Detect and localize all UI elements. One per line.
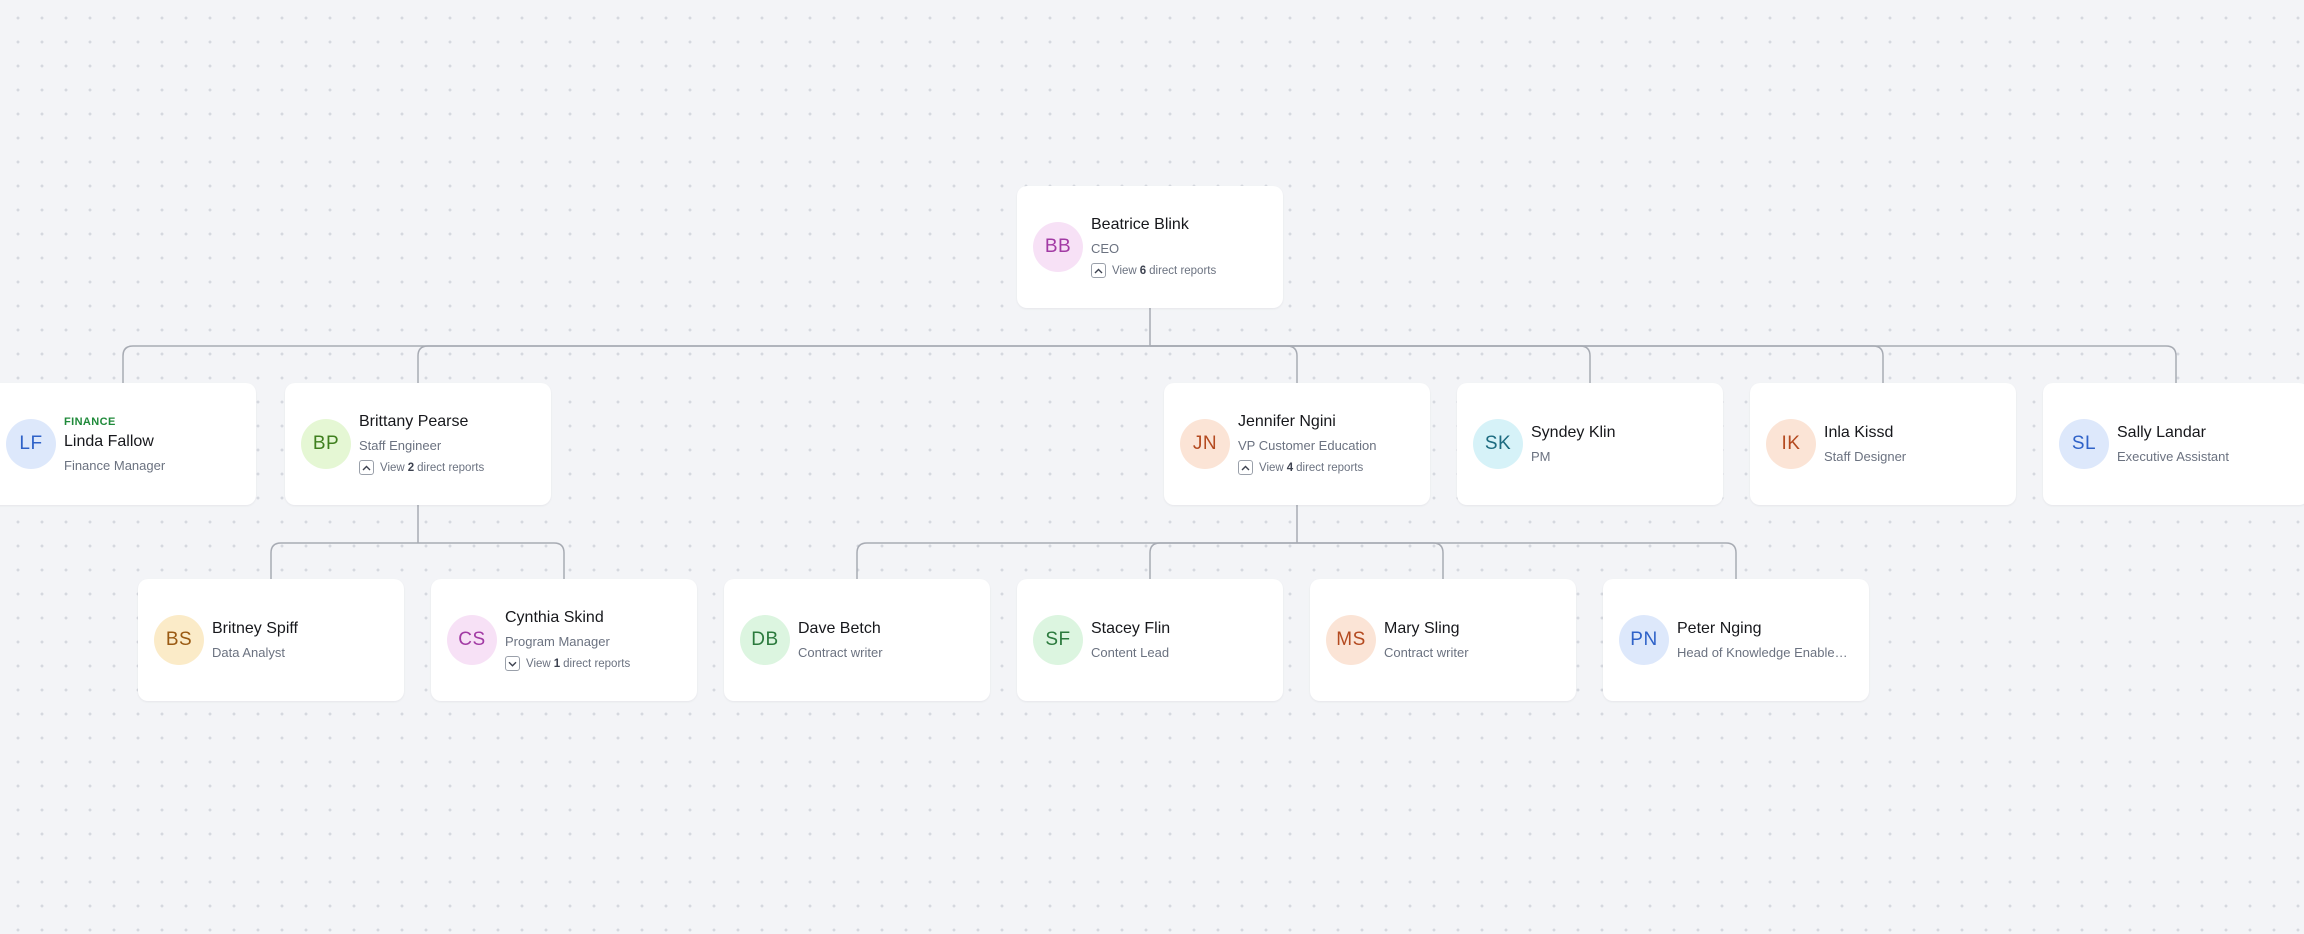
employee-title: Contract writer [1384,645,1469,660]
connector-branch [1297,542,1737,579]
connector-branch [1149,542,1297,579]
org-card-inla-kissd[interactable]: IK Inla Kissd Staff Designer [1750,383,2016,505]
connector-branch [1150,345,1884,383]
view-direct-reports-toggle[interactable]: View 2 direct reports [359,460,537,475]
employee-title: Content Lead [1091,645,1170,660]
reports-count: 1 [553,657,561,670]
employee-title: VP Customer Education [1238,438,1377,453]
employee-name: Dave Betch [798,620,881,637]
chevron-up-icon [1238,460,1253,475]
reports-suffix: direct reports [563,657,631,670]
avatar-jennifer-ngini: JN [1180,419,1230,469]
org-card-britney-spiff[interactable]: BS Britney Spiff Data Analyst [138,579,404,701]
employee-name: Inla Kissd [1824,424,1894,441]
reports-prefix: View [380,461,405,474]
chevron-down-icon [505,656,520,671]
employee-title: Staff Engineer [359,438,442,453]
connector-branch [1150,345,2177,383]
employee-title: Executive Assistant [2117,449,2229,464]
reports-count: 4 [1286,461,1294,474]
connector-branch [1297,542,1444,579]
avatar-sally-landar: SL [2059,419,2109,469]
employee-title: Data Analyst [212,645,285,660]
avatar-dave-betch: DB [740,615,790,665]
view-direct-reports-toggle[interactable]: View 6 direct reports [1091,263,1269,278]
employee-name: Stacey Flin [1091,620,1171,637]
employee-title: PM [1531,449,1551,464]
connector-branch [1150,345,1591,383]
connector-branch [417,345,1150,383]
reports-prefix: View [526,657,551,670]
connector-branch [418,542,565,579]
employee-title: Head of Knowledge Enablement [1677,645,1855,660]
employee-name: Peter Nging [1677,620,1762,637]
employee-name: Brittany Pearse [359,413,469,430]
reports-suffix: direct reports [1296,461,1364,474]
chevron-up-icon [1091,263,1106,278]
employee-title: Program Manager [505,634,610,649]
org-card-beatrice-blink[interactable]: BB Beatrice Blink CEO View 6 direct repo… [1017,186,1283,308]
org-card-mary-sling[interactable]: MS Mary Sling Contract writer [1310,579,1576,701]
avatar-linda-fallow: LF [6,419,56,469]
avatar-peter-nging: PN [1619,615,1669,665]
department-badge: FINANCE [64,415,116,428]
org-card-peter-nging[interactable]: PN Peter Nging Head of Knowledge Enablem… [1603,579,1869,701]
avatar-beatrice-blink: BB [1033,222,1083,272]
employee-name: Sally Landar [2117,424,2206,441]
reports-suffix: direct reports [1149,264,1217,277]
org-card-cynthia-skind[interactable]: CS Cynthia Skind Program Manager View 1 … [431,579,697,701]
employee-name: Linda Fallow [64,432,154,450]
avatar-mary-sling: MS [1326,615,1376,665]
reports-prefix: View [1112,264,1137,277]
reports-prefix: View [1259,461,1284,474]
employee-name: Britney Spiff [212,620,298,637]
employee-title: Staff Designer [1824,449,1907,464]
org-card-sally-landar[interactable]: SL Sally Landar Executive Assistant [2043,383,2304,505]
employee-name: Syndey Klin [1531,424,1616,441]
chevron-up-icon [359,460,374,475]
org-card-linda-fallow[interactable]: LF FINANCE Linda Fallow Finance Manager [0,383,256,505]
org-card-brittany-pearse[interactable]: BP Brittany Pearse Staff Engineer View 2… [285,383,551,505]
reports-suffix: direct reports [417,461,485,474]
employee-title: Finance Manager [64,457,166,473]
org-card-syndey-klin[interactable]: SK Syndey Klin PM [1457,383,1723,505]
employee-name: Cynthia Skind [505,609,604,626]
org-card-stacey-flin[interactable]: SF Stacey Flin Content Lead [1017,579,1283,701]
view-direct-reports-toggle[interactable]: View 4 direct reports [1238,460,1416,475]
employee-name: Mary Sling [1384,620,1460,637]
employee-name: Jennifer Ngini [1238,413,1336,430]
org-card-dave-betch[interactable]: DB Dave Betch Contract writer [724,579,990,701]
employee-title: CEO [1091,241,1120,256]
avatar-stacey-flin: SF [1033,615,1083,665]
connector-branch [1150,345,1298,383]
connector-branch [270,542,418,579]
employee-title: Contract writer [798,645,883,660]
avatar-inla-kissd: IK [1766,419,1816,469]
avatar-syndey-klin: SK [1473,419,1523,469]
view-direct-reports-toggle[interactable]: View 1 direct reports [505,656,683,671]
employee-name: Beatrice Blink [1091,216,1189,233]
reports-count: 6 [1139,264,1147,277]
reports-count: 2 [407,461,415,474]
avatar-britney-spiff: BS [154,615,204,665]
avatar-cynthia-skind: CS [447,615,497,665]
org-card-jennifer-ngini[interactable]: JN Jennifer Ngini VP Customer Education … [1164,383,1430,505]
connector-branch [856,542,1297,579]
avatar-brittany-pearse: BP [301,419,351,469]
connector-branch [122,345,1150,383]
